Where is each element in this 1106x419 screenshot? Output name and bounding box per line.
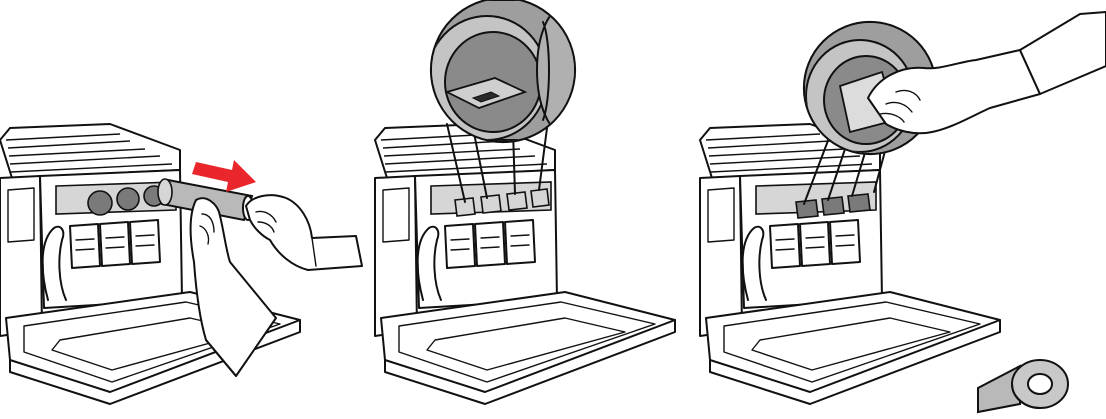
hand-icon — [189, 197, 277, 377]
printer-front-open-icon — [699, 123, 1001, 405]
toner-slot-icon — [506, 191, 528, 211]
toner-slot-icon — [821, 196, 845, 216]
toner-slot-icon — [530, 188, 550, 208]
hand-icon — [245, 194, 363, 271]
printer-front-open-icon — [374, 123, 676, 405]
toner-slot-icon — [847, 193, 871, 213]
panel-3 — [699, 11, 1106, 414]
toner-slot-icon — [454, 197, 476, 217]
cleaning-hand-icon — [802, 11, 1106, 156]
panel-1 — [0, 123, 363, 405]
tape-roll-icon — [977, 359, 1069, 414]
toner-slot-detail-icon — [429, 0, 577, 144]
toner-slot-icon — [480, 194, 502, 214]
toner-slot-icon — [795, 199, 819, 219]
printer-front-open-icon — [0, 123, 301, 405]
toner-port-icon — [87, 190, 113, 216]
pull-arrow-icon — [192, 160, 256, 192]
panel-2 — [374, 0, 676, 405]
toner-port-icon — [116, 187, 140, 211]
